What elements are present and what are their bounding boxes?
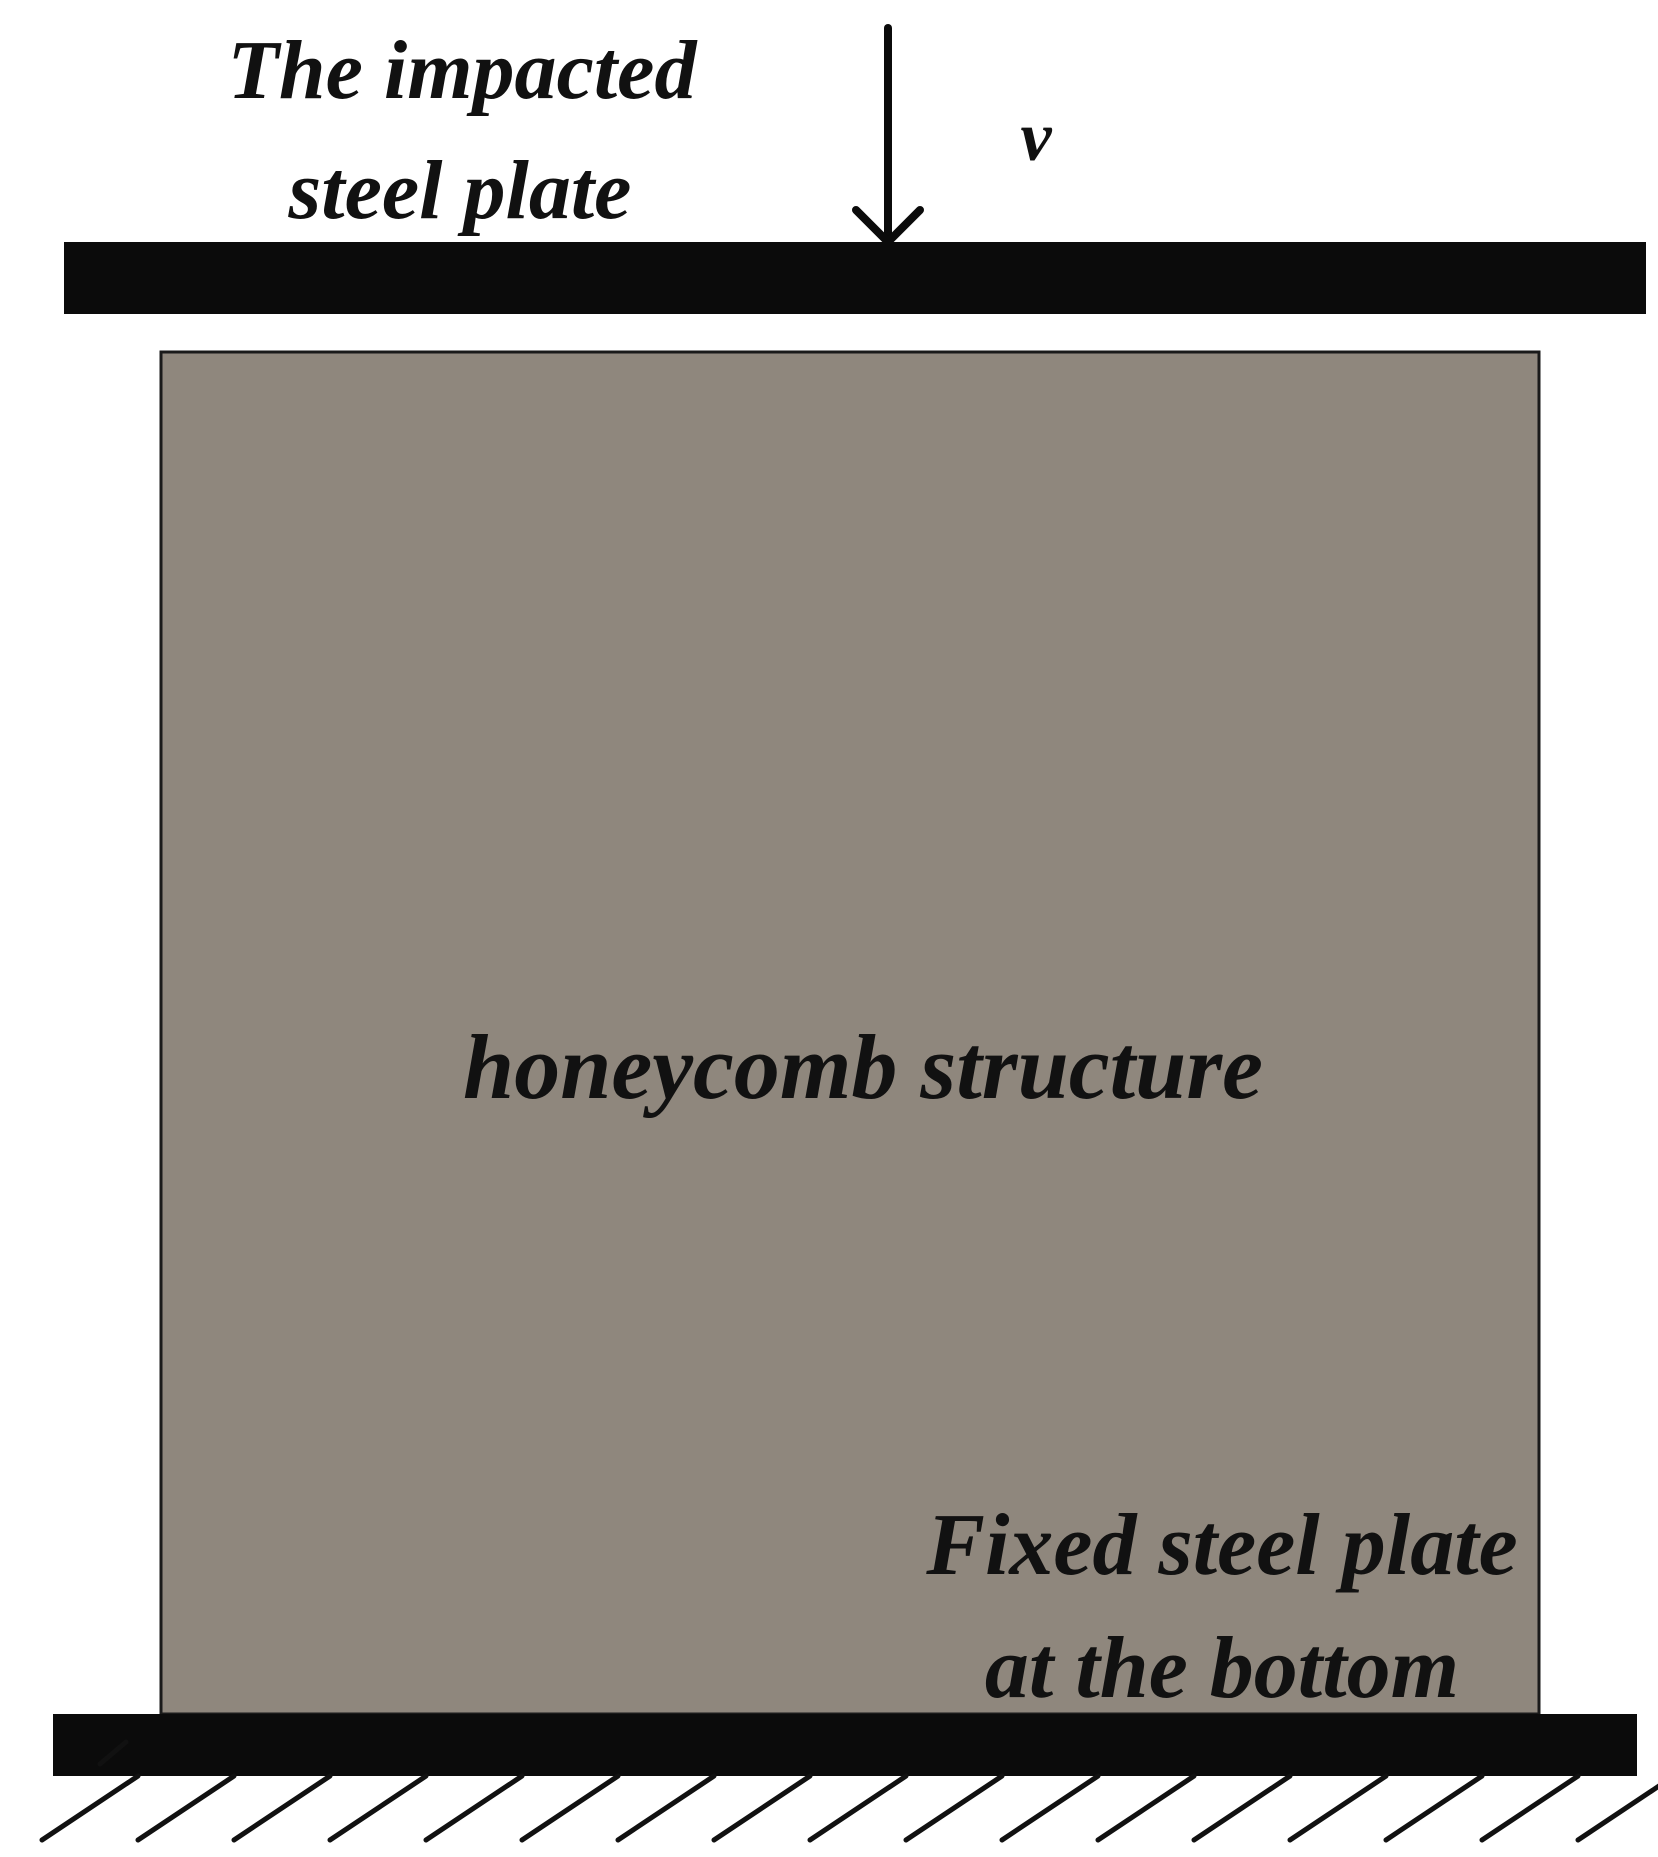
fixed-plate-label-line2: at the bottom [985, 1620, 1459, 1717]
hatch-line [807, 1773, 909, 1843]
hatch-line [423, 1773, 525, 1843]
impacted-plate-label-line2: steel plate [288, 144, 632, 237]
hatch-line [39, 1773, 141, 1843]
hatch-line [1287, 1773, 1389, 1843]
hatch-line [1095, 1773, 1197, 1843]
hatch-line [1575, 1783, 1658, 1843]
hatch-line [999, 1773, 1101, 1843]
hatch-line [1191, 1773, 1293, 1843]
hatch-line [1479, 1773, 1581, 1843]
hatch-line [135, 1773, 237, 1843]
fixed-plate-label-line1: Fixed steel plate [925, 1497, 1517, 1594]
impacted-steel-plate [64, 242, 1646, 314]
impacted-plate-label-line1: The impacted [228, 24, 699, 117]
hatch-line [519, 1773, 621, 1843]
honeycomb-label: honeycomb structure [463, 1016, 1263, 1118]
fixed-steel-plate [53, 1714, 1637, 1776]
arrow-down-icon [852, 24, 924, 246]
hatch-line [97, 1739, 129, 1767]
fixed-ground-hatch-icon [39, 1739, 1658, 1843]
hatch-line [1383, 1773, 1485, 1843]
hatch-line [231, 1773, 333, 1843]
hatch-line [903, 1773, 1005, 1843]
hatch-line [711, 1773, 813, 1843]
hatch-line [615, 1773, 717, 1843]
hatch-line [327, 1773, 429, 1843]
velocity-label: v [1020, 99, 1052, 176]
